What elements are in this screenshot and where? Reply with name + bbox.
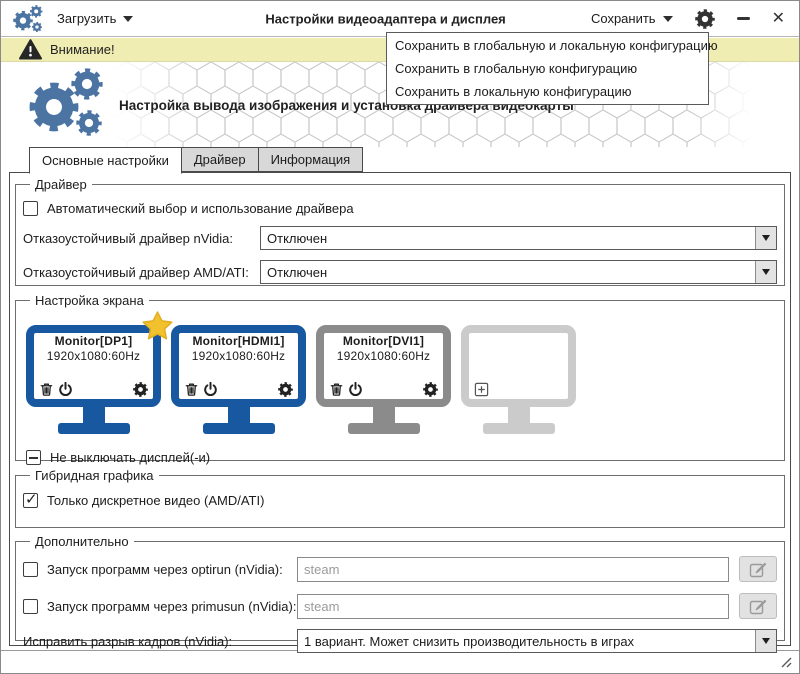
auto-driver-label: Автоматический выбор и использование дра…: [47, 201, 354, 216]
tearing-fix-label: Исправить разрыв кадров (nVidia):: [23, 633, 233, 649]
hybrid-group-title: Гибридная графика: [35, 468, 154, 483]
tab-information[interactable]: Информация: [258, 147, 364, 172]
trash-icon[interactable]: [39, 382, 54, 397]
gear-icon: [29, 4, 43, 18]
auto-driver-checkbox[interactable]: [23, 201, 38, 216]
hybrid-group: Гибридная графика Только дискретное виде…: [15, 468, 785, 528]
save-dropdown-menu: Сохранить в глобальную и локальную конфи…: [386, 32, 718, 105]
amd-failsafe-select[interactable]: Отключен: [260, 260, 777, 284]
screen-group-title: Настройка экрана: [35, 293, 144, 308]
minimize-icon[interactable]: [736, 17, 750, 20]
primary-star-icon: [142, 311, 173, 340]
optirun-checkbox[interactable]: [23, 561, 38, 577]
load-button[interactable]: Загрузить: [57, 11, 134, 26]
monitor-list: Monitor[DP1] 1920x1080:60Hz: [26, 311, 777, 437]
power-icon[interactable]: [58, 382, 73, 397]
gear-icon: [76, 110, 102, 136]
settings-gear-icon[interactable]: [695, 9, 715, 29]
gear-icon[interactable]: [133, 382, 148, 397]
monitor-card-dp1[interactable]: Monitor[DP1] 1920x1080:60Hz: [26, 311, 173, 434]
trash-icon[interactable]: [329, 382, 344, 397]
gear-icon[interactable]: [423, 382, 438, 397]
close-icon[interactable]: ✕: [771, 9, 785, 27]
resize-grip[interactable]: [777, 653, 793, 669]
optirun-edit-button[interactable]: [739, 556, 777, 582]
add-monitor-icon[interactable]: [474, 382, 489, 397]
amd-failsafe-label: Отказоустойчивый драйвер AMD/ATI:: [23, 264, 249, 280]
monitor-resolution: 1920x1080:60Hz: [46, 349, 141, 363]
screen-group: Настройка экрана Monitor[DP1] 1920x1080:…: [15, 293, 785, 465]
chevron-down-icon: [662, 15, 673, 22]
primusun-checkbox[interactable]: [23, 598, 38, 614]
keep-display-on-checkbox[interactable]: [26, 450, 41, 465]
monitor-card-hdmi1[interactable]: Monitor[HDMI1] 1920x1080:60Hz: [171, 325, 306, 434]
tab-main-settings[interactable]: Основные настройки: [29, 147, 182, 174]
nvidia-failsafe-label: Отказоустойчивый драйвер nVidia:: [23, 230, 233, 246]
power-icon[interactable]: [348, 382, 363, 397]
gear-icon: [31, 21, 43, 32]
monitor-resolution: 1920x1080:60Hz: [336, 349, 431, 363]
extra-group-title: Дополнительно: [35, 534, 129, 549]
monitor-resolution: 1920x1080:60Hz: [191, 349, 286, 363]
pencil-icon: [749, 562, 767, 578]
chevron-down-icon[interactable]: [755, 261, 776, 283]
discrete-only-label: Только дискретное видео (AMD/ATI): [47, 493, 265, 508]
app-logo: [29, 68, 109, 140]
gear-icon[interactable]: [278, 382, 293, 397]
toolbar: Загрузить Настройки видеоадаптера и дисп…: [1, 1, 799, 37]
load-button-label: Загрузить: [57, 11, 117, 26]
menu-item-save-global[interactable]: Сохранить в глобальную конфигурацию: [395, 61, 638, 76]
status-bar: [1, 650, 799, 673]
warning-text: Внимание!: [50, 42, 115, 57]
pencil-icon: [749, 599, 767, 615]
menu-item-save-local[interactable]: Сохранить в локальную конфигурацию: [395, 84, 632, 99]
monitor-card-empty[interactable]: [461, 325, 576, 434]
primusun-command-input[interactable]: [297, 593, 729, 619]
warning-icon: [19, 39, 42, 60]
chevron-down-icon[interactable]: [755, 630, 776, 652]
primusun-edit-button[interactable]: [739, 593, 777, 619]
keep-display-on-label: Не выключать дисплей(-и): [50, 450, 211, 465]
chevron-down-icon[interactable]: [755, 227, 776, 249]
save-button[interactable]: Сохранить: [591, 11, 673, 26]
discrete-only-checkbox[interactable]: [23, 490, 38, 508]
gear-icon: [71, 68, 103, 100]
tearing-fix-select[interactable]: 1 вариант. Может снизить производительно…: [297, 629, 777, 653]
optirun-command-input[interactable]: [297, 556, 729, 582]
save-button-label: Сохранить: [590, 11, 656, 26]
menu-item-save-global-local[interactable]: Сохранить в глобальную и локальную конфи…: [395, 38, 718, 53]
extra-group: Дополнительно Запуск программ через opti…: [15, 534, 785, 653]
optirun-label: Запуск программ через optirun (nVidia):: [47, 561, 283, 577]
primusun-label: Запуск программ через primusun (nVidia):: [47, 598, 297, 614]
monitor-name: Monitor[DVI1]: [342, 334, 425, 348]
driver-group: Драйвер Автоматический выбор и использов…: [15, 177, 785, 286]
chevron-down-icon: [123, 15, 134, 22]
nvidia-failsafe-select[interactable]: Отключен: [260, 226, 777, 250]
app-logo-icon: [13, 4, 43, 34]
tab-bar: Основные настройки Драйвер Информация: [29, 147, 364, 174]
monitor-card-dvi1[interactable]: Monitor[DVI1] 1920x1080:60Hz: [316, 325, 451, 434]
driver-group-title: Драйвер: [35, 177, 87, 192]
trash-icon[interactable]: [184, 382, 199, 397]
tab-content: Драйвер Автоматический выбор и использов…: [9, 172, 791, 653]
tab-driver[interactable]: Драйвер: [181, 147, 259, 172]
window-title: Настройки видеоадаптера и дисплея: [265, 11, 506, 26]
monitor-name: Monitor[HDMI1]: [192, 334, 285, 348]
power-icon[interactable]: [203, 382, 218, 397]
monitor-name: Monitor[DP1]: [54, 334, 133, 348]
